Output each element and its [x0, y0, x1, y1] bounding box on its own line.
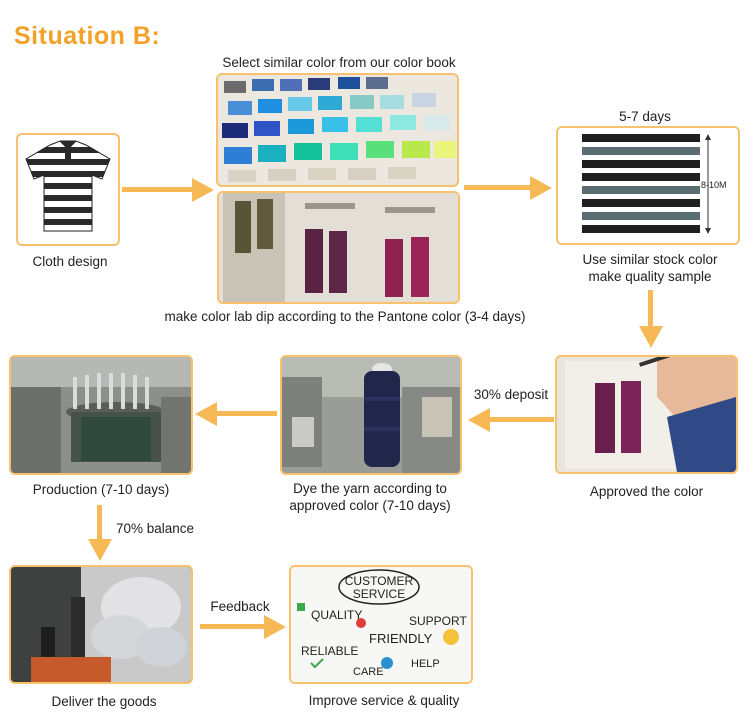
stock-sample-label-line2: make quality sample: [588, 269, 712, 284]
arrow-left: [195, 402, 277, 426]
arrow-right: [464, 176, 552, 200]
deposit-label: 30% deposit: [473, 387, 549, 402]
deliver-label: Deliver the goods: [51, 694, 157, 709]
arrow-down: [639, 290, 663, 348]
dye-label-line2: approved color (7-10 days): [289, 498, 451, 513]
lab-dip-image: [217, 191, 460, 304]
production-label: Production (7-10 days): [32, 482, 170, 497]
days-label: 5-7 days: [619, 109, 671, 124]
lab-dip-label: make color lab dip according to the Pant…: [164, 309, 526, 324]
lab-dip-graphic: [219, 193, 458, 302]
color-book-label: Select similar color from our color book: [222, 55, 456, 70]
stock-sample-label-line1: Use similar stock color: [582, 252, 718, 267]
stock-sample-image: 8-10M: [556, 126, 740, 245]
arrow-left: [468, 408, 554, 432]
color-swatches-graphic: [218, 75, 457, 185]
help-word: HELP: [411, 658, 440, 670]
approved-swatch-graphic: [557, 357, 736, 472]
balance-label: 70% balance: [115, 521, 195, 536]
arrow-right: [122, 178, 214, 202]
polo-shirt-icon: [25, 140, 111, 232]
striped-fabric-graphic: 8-10M: [558, 128, 738, 243]
cloth-design-label: Cloth design: [32, 254, 108, 269]
arrow-right: [200, 615, 286, 639]
stock-sample-label: Use similar stock color make quality sam…: [560, 251, 740, 285]
delivery-truck-graphic: [11, 567, 191, 682]
dye-label-line1: Dye the yarn according to: [293, 481, 447, 496]
fabric-dimension: 8-10M: [701, 180, 727, 190]
improve-label: Improve service & quality: [308, 693, 460, 708]
dye-label: Dye the yarn according to approved color…: [270, 480, 470, 514]
improve-service-image: CUSTOMER SERVICE QUALITY SUPPORT FRIENDL…: [289, 565, 473, 684]
dye-yarn-image: [280, 355, 462, 475]
dye-machine-graphic: [282, 357, 460, 473]
approved-label: Approved the color: [589, 484, 704, 499]
page-title: Situation B:: [14, 22, 161, 50]
customer-service-graphic: CUSTOMER SERVICE QUALITY SUPPORT FRIENDL…: [291, 567, 471, 682]
feedback-label: Feedback: [210, 599, 270, 614]
customer-word: CUSTOMER: [345, 574, 414, 588]
friendly-word: FRIENDLY: [369, 631, 433, 646]
deliver-image: [9, 565, 193, 684]
production-image: [9, 355, 193, 475]
cloth-design-image: [16, 133, 120, 246]
knitting-machine-graphic: [11, 357, 191, 473]
reliable-word: RELIABLE: [301, 644, 358, 658]
support-word: SUPPORT: [409, 614, 467, 628]
quality-word: QUALITY: [311, 608, 362, 622]
care-word: CARE: [353, 666, 384, 678]
approved-color-image: [555, 355, 738, 474]
service-word: SERVICE: [353, 587, 405, 601]
arrow-down: [88, 505, 112, 561]
color-book-image: [216, 73, 459, 187]
